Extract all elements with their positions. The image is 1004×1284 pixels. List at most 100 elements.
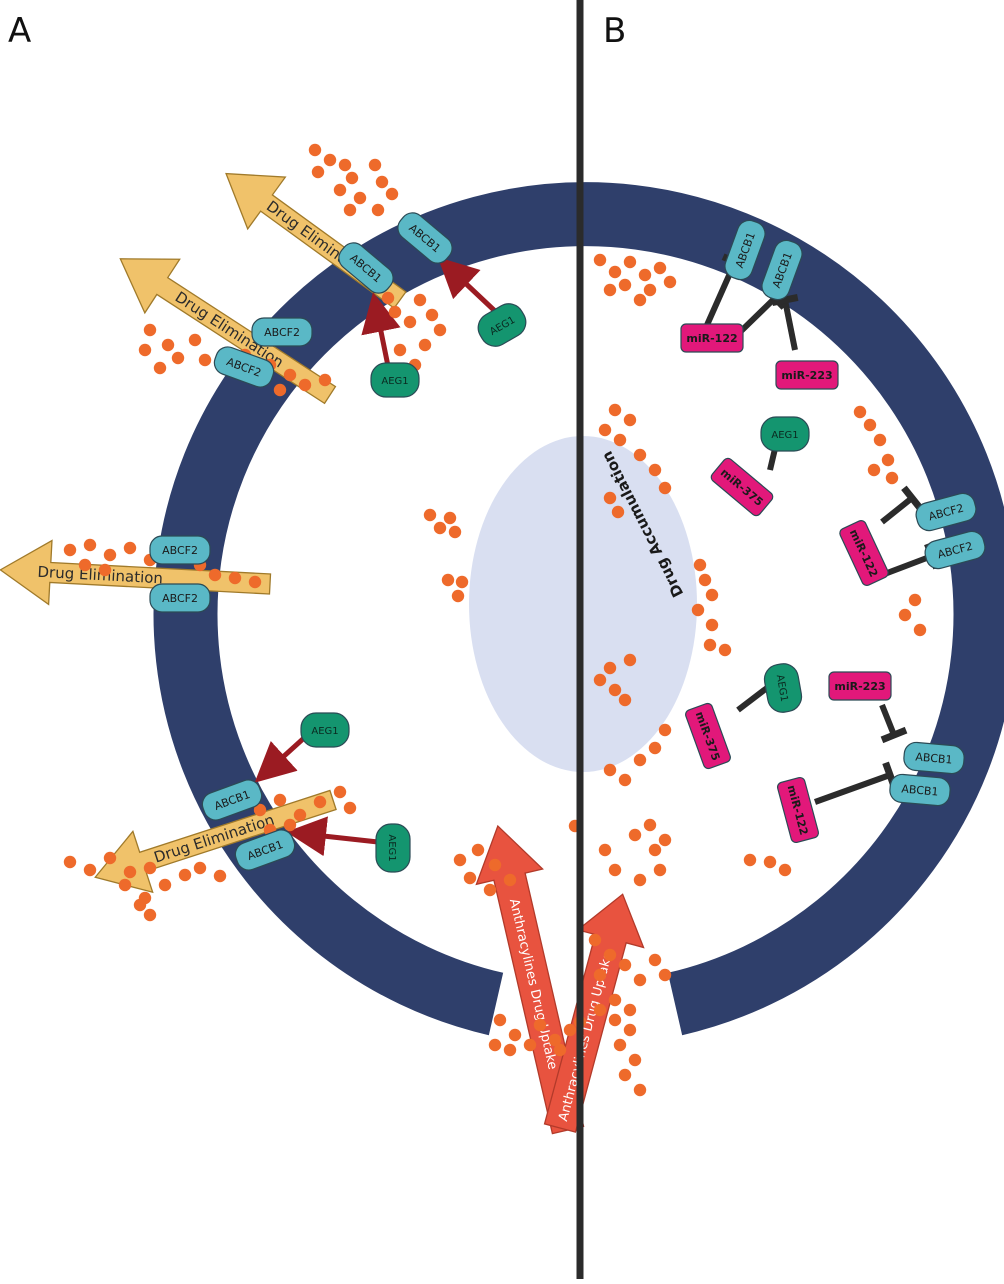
abcb1-node: ABCB1 xyxy=(234,829,296,871)
drug-molecule xyxy=(633,293,647,307)
drug-molecule xyxy=(253,803,267,817)
abcf2-node: ABCF2 xyxy=(915,492,977,532)
t-bar-inhibition-icon xyxy=(771,294,799,306)
drug-molecule xyxy=(598,423,612,437)
drug-molecule xyxy=(623,413,637,427)
drug-molecule xyxy=(658,968,672,982)
drug-molecule xyxy=(863,418,877,432)
drug-molecule xyxy=(433,323,447,337)
drug-molecule xyxy=(198,353,212,367)
drug-molecule xyxy=(143,323,157,337)
drug-molecule xyxy=(471,843,485,857)
drug-molecule xyxy=(698,573,712,587)
activation-arrow xyxy=(254,736,306,783)
drug-molecule xyxy=(881,453,895,467)
drug-molecule xyxy=(691,603,705,617)
drug-molecule xyxy=(83,538,97,552)
drug-molecule xyxy=(371,203,385,217)
drug-molecule xyxy=(441,573,455,587)
drug-molecule xyxy=(143,908,157,922)
drug-molecule xyxy=(488,1038,502,1052)
aeg1-shape xyxy=(763,663,803,713)
mir375-node: miR-375 xyxy=(685,702,731,770)
drug-molecules xyxy=(63,143,927,1097)
drug-molecule xyxy=(633,973,647,987)
mir223-label: miR-223 xyxy=(781,369,832,382)
drug-molecule xyxy=(618,693,632,707)
drug-molecule xyxy=(703,638,717,652)
drug-molecule xyxy=(648,463,662,477)
mir223-shape xyxy=(828,671,892,701)
drug-molecule xyxy=(161,338,175,352)
drug-molecule xyxy=(488,858,502,872)
drug-molecule xyxy=(643,818,657,832)
abcb1-shape xyxy=(724,219,766,281)
abcb1-shape xyxy=(761,239,803,301)
aeg1-node: AEG1 xyxy=(370,362,420,398)
drug-molecule xyxy=(453,853,467,867)
drug-molecule xyxy=(63,855,77,869)
drug-molecule xyxy=(273,383,287,397)
drug-molecule xyxy=(623,255,637,269)
aeg1-node: AEG1 xyxy=(763,663,803,713)
drug-molecule xyxy=(228,571,242,585)
drug-molecule xyxy=(873,433,887,447)
drug-molecule xyxy=(648,741,662,755)
drug-molecule xyxy=(608,683,622,697)
mir375-node: miR-375 xyxy=(710,457,774,517)
drug-molecule xyxy=(393,343,407,357)
drug-molecule xyxy=(898,608,912,622)
drug-molecule xyxy=(311,165,325,179)
drug-molecule xyxy=(403,315,417,329)
abcf2-node: ABCF2 xyxy=(213,346,275,388)
drug-molecule xyxy=(78,558,92,572)
drug-molecule xyxy=(885,471,899,485)
drug-molecule xyxy=(763,855,777,869)
inhibition-line xyxy=(782,299,798,351)
drug-molecule xyxy=(208,568,222,582)
activation-arrows xyxy=(254,257,498,857)
drug-molecule xyxy=(628,1053,642,1067)
drug-molecule xyxy=(633,753,647,767)
abcb1-shape xyxy=(397,212,453,264)
mir223-label: miR-223 xyxy=(834,680,885,693)
drug-molecule xyxy=(425,308,439,322)
drug-molecule xyxy=(178,868,192,882)
drug-molecule xyxy=(593,968,607,982)
activation-arrow xyxy=(361,292,401,367)
drug-molecule xyxy=(338,158,352,172)
abcb1-node: ABCB1 xyxy=(201,779,263,821)
drug-molecule xyxy=(608,993,622,1007)
drug-molecule xyxy=(448,525,462,539)
drug-molecule xyxy=(503,1043,517,1057)
drug-molecule xyxy=(143,861,157,875)
drug-molecule xyxy=(423,508,437,522)
drug-molecule xyxy=(648,953,662,967)
abcf2-shape xyxy=(915,492,977,532)
drug-molecule xyxy=(248,575,262,589)
mir122-node: miR-122 xyxy=(680,323,744,353)
drug-molecule xyxy=(368,158,382,172)
aeg1-node: AEG1 xyxy=(375,823,411,873)
drug-molecule xyxy=(193,861,207,875)
drug-molecule xyxy=(593,1003,607,1017)
drug-molecule xyxy=(638,268,652,282)
drug-molecule xyxy=(333,785,347,799)
drug-molecule xyxy=(658,481,672,495)
drug-molecule xyxy=(778,863,792,877)
drug-molecule xyxy=(611,505,625,519)
drug-molecule xyxy=(418,338,432,352)
drug-molecule xyxy=(603,491,617,505)
activation-arrow xyxy=(437,257,498,314)
abcf2-node: ABCF2 xyxy=(149,583,211,613)
drug-molecule xyxy=(381,291,395,305)
drug-molecule xyxy=(693,558,707,572)
mir122-shape xyxy=(776,776,820,844)
drug-molecule xyxy=(98,563,112,577)
abcf2-shape xyxy=(251,317,313,347)
panel-a-label: A xyxy=(8,11,31,51)
abcb1-shape xyxy=(889,773,951,807)
drug-molecule xyxy=(63,543,77,557)
drug-molecule xyxy=(523,1038,537,1052)
